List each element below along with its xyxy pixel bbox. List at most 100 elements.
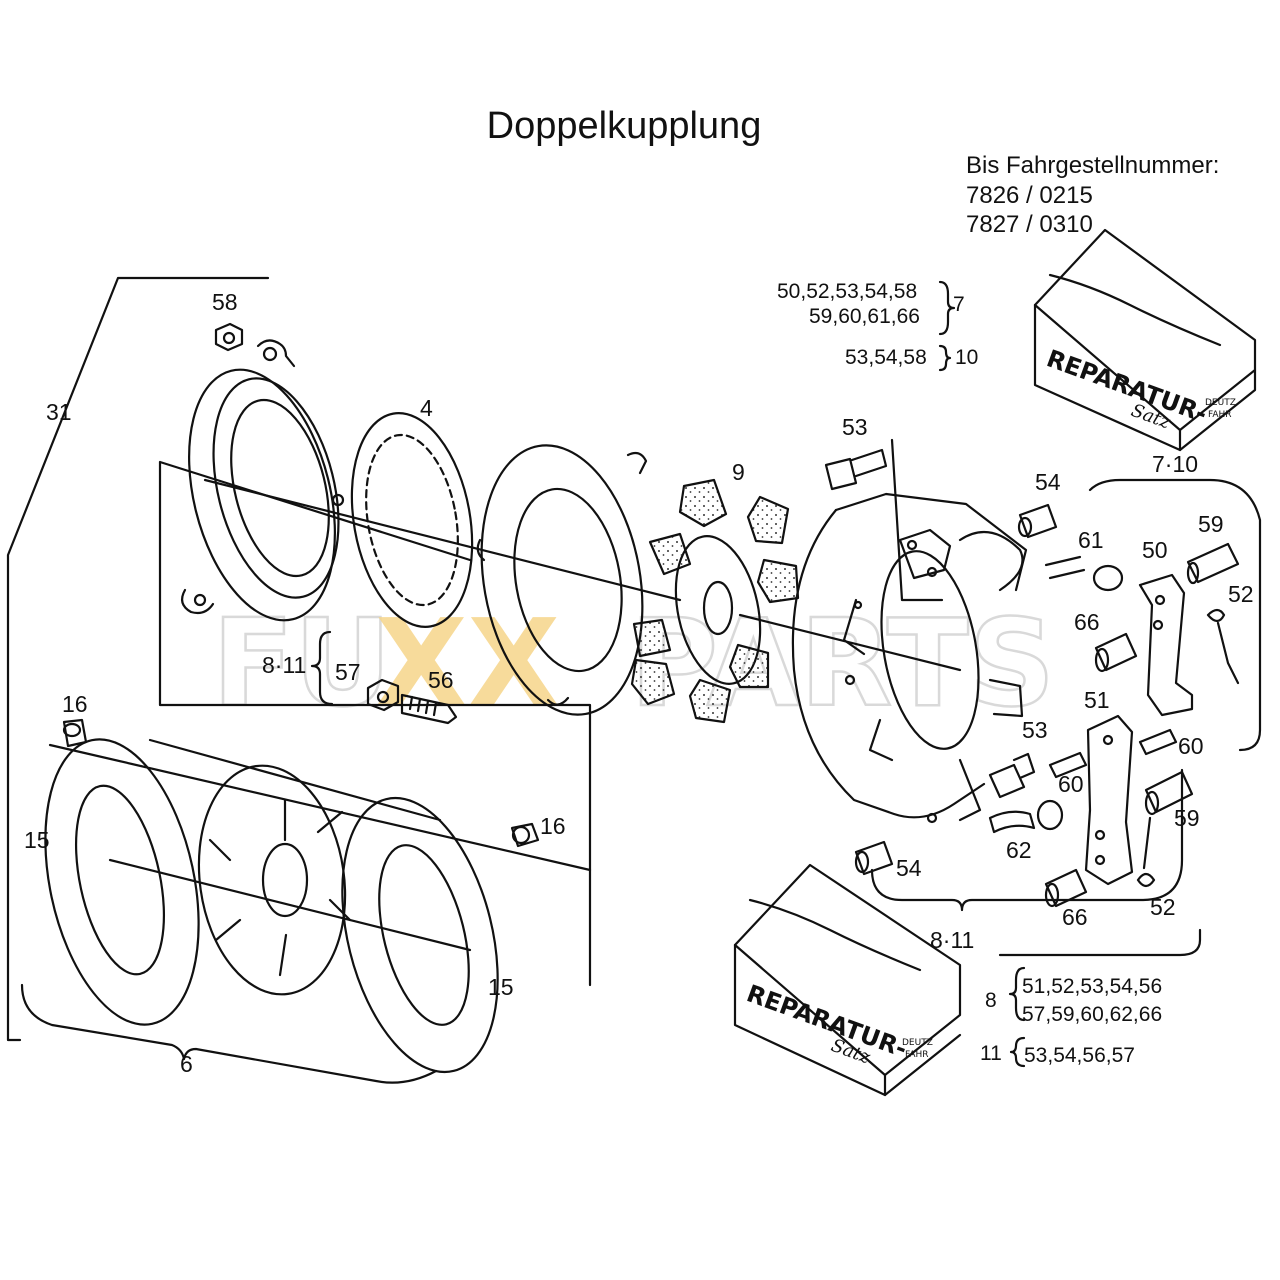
repair-box-top-logo-2: FAHR [1208,410,1232,420]
pin-60-left [1048,751,1088,779]
label-52-lower: 52 [1150,894,1176,920]
pin-59-top [1186,542,1240,585]
kit-7-parts-1: 50,52,53,54,58 [777,280,917,303]
pin-59-lower [1144,770,1194,816]
kit-8-parts-2: 57,59,60,62,66 [1022,1003,1162,1026]
repair-box-bottom [733,863,962,1097]
label-8-11-left: 8·11 [262,652,306,678]
serial-heading: Bis Fahrgestellnummer: [966,152,1220,179]
label-60-right: 60 [1178,733,1204,759]
friction-disc-15-left [44,738,200,1026]
watermark: FU XX PARTS [211,594,1057,736]
bracket-31 [6,276,270,1042]
bolt-56 [400,693,458,725]
bushing-54-top [1017,503,1058,539]
pin-60-right [1138,728,1178,756]
pad-disc-9 [630,478,800,724]
label-54-top: 54 [1035,469,1061,495]
nut-58 [214,322,244,352]
brace-kit-11 [1009,1036,1026,1068]
clutch-housing [791,492,1028,824]
label-56: 56 [428,667,454,693]
brace-kit-10 [938,344,952,372]
center-axis [203,478,962,672]
label-62: 62 [1006,837,1032,863]
rivet-16-left [62,718,88,748]
bracket-8-11-lower [870,768,1184,912]
bracket-8-11-left [310,630,334,706]
nut-57 [366,678,400,712]
repair-box-bottom-text: REPARATUR- Satz DEUTZ FAHR [743,979,933,1068]
label-9: 9 [732,459,745,485]
kit-10-number: 10 [955,346,978,369]
rivet-16-right [510,822,540,848]
lever-51 [1084,714,1134,886]
label-53-top: 53 [842,414,868,440]
bracket-6 [20,983,438,1084]
spring-52-top [1206,608,1240,685]
label-52-top: 52 [1228,581,1254,607]
repair-box-top-text: REPARATUR- Satz DEUTZ FAHR [1043,344,1236,433]
label-15-left: 15 [24,827,50,853]
label-15-right: 15 [488,974,514,1000]
label-53-lower: 53 [1022,717,1048,743]
bushing-66-top [1094,632,1138,673]
leader-53-top [890,438,944,602]
label-57: 57 [335,659,361,685]
spring-52-lower [1136,816,1156,888]
page-title: Doppelkupplung [486,105,762,147]
bracket-8-11-tail [998,928,1202,957]
label-7-10: 7·10 [1152,451,1198,477]
watermark-x: XX [375,595,560,734]
label-8-11-lower: 8·11 [930,927,974,953]
repair-box-top-title: REPARATUR- [1043,344,1211,428]
tube-62 [988,799,1064,834]
brace-kit-7 [938,280,956,336]
label-16-left: 16 [62,691,88,717]
bolt-53-top [824,448,888,491]
part-labels: 58 31 4 9 53 7·10 54 61 50 59 52 66 8·11… [24,289,1254,1077]
repair-box-bottom-logo-2: FAHR [905,1050,929,1060]
label-59-top: 59 [1198,511,1224,537]
brace-kit-8 [1008,966,1026,1022]
kit-11-number: 11 [980,1042,1002,1065]
flywheel-ring [476,444,648,716]
kit-8-number: 8 [985,989,997,1012]
label-66-lower: 66 [1062,904,1088,930]
serial-number-1: 7826 / 0215 [966,182,1093,209]
label-51: 51 [1084,687,1110,713]
friction-disc-15-right [341,796,499,1074]
label-58: 58 [212,289,238,315]
serial-number-2: 7827 / 0310 [966,211,1093,238]
label-16-right: 16 [540,813,566,839]
kit-8-parts-1: 51,52,53,54,56 [1022,975,1162,998]
label-54-lower: 54 [896,855,922,881]
repair-box-top [1033,228,1257,452]
nut-61 [1044,555,1124,592]
kit-7-parts-2: 59,60,61,66 [809,305,920,328]
watermark-left: FU [212,595,391,734]
bolt-53-lower [988,752,1036,799]
label-66-top: 66 [1074,609,1100,635]
kit-10-parts: 53,54,58 [845,346,927,369]
bushing-54-lower [854,840,894,876]
repair-box-bottom-title: REPARATUR- [743,979,911,1063]
label-50: 50 [1142,537,1168,563]
lower-leader-lines [48,738,592,952]
label-31: 31 [46,399,72,425]
label-61: 61 [1078,527,1104,553]
label-60-left: 60 [1058,771,1084,797]
lever-50 [1138,573,1194,717]
label-4: 4 [420,395,433,421]
bushing-66-lower [1044,868,1088,908]
label-59-lower: 59 [1174,805,1200,831]
kit-11-parts: 53,54,56,57 [1024,1044,1135,1067]
bracket-7-10 [1088,478,1262,752]
kit-7-number: 7 [953,293,965,316]
repair-box-bottom-logo: DEUTZ [902,1038,933,1048]
label-6: 6 [180,1051,193,1077]
pressure-plate-cover [180,339,345,622]
spline-disc-4 [350,412,474,628]
repair-box-top-logo: DEUTZ [1205,398,1236,408]
